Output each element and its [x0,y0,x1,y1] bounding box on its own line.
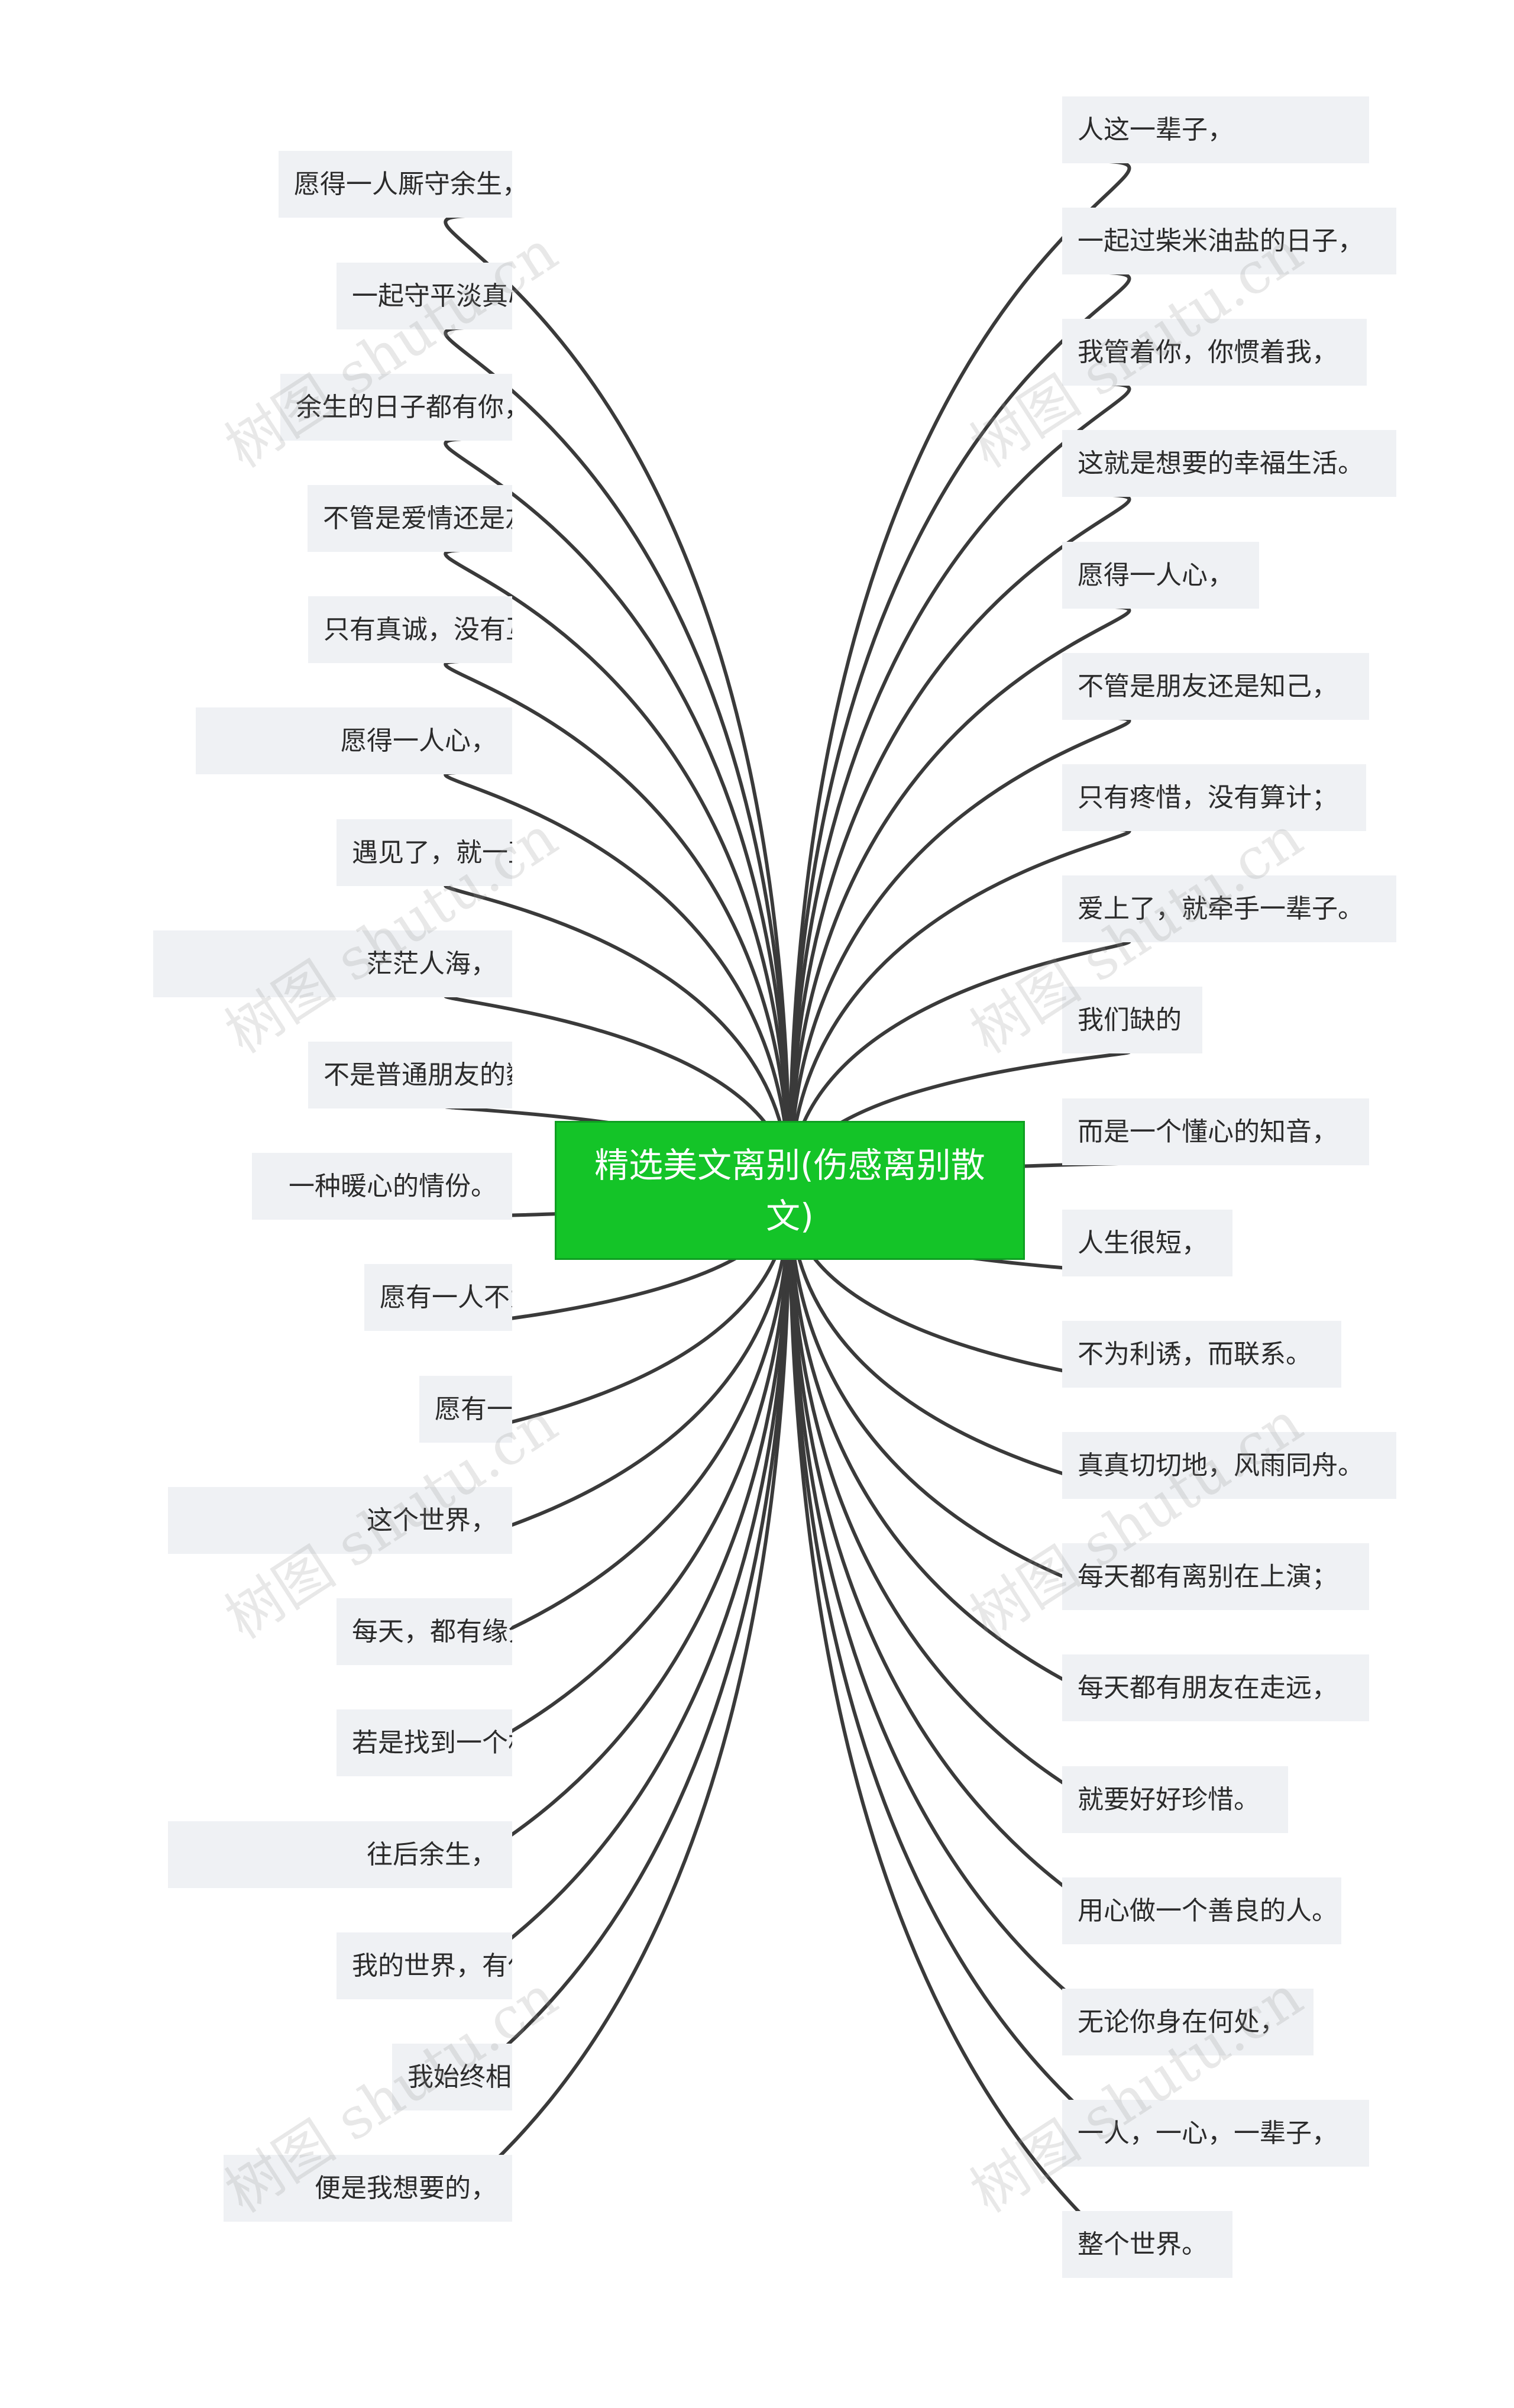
right-topic-5[interactable]: 愿得一人心， [1062,542,1259,609]
right-topic-3[interactable]: 我管着你，你惯着我， [1062,319,1367,386]
central-topic-label: 精选美文离别(伤感离别散文) [594,1145,985,1236]
right-connector-2 [788,270,1131,1191]
left-connector-1 [444,214,791,1191]
left-topic-3[interactable]: 余生的日子都有你， [280,374,512,441]
left-topic-8[interactable]: 茫茫人海， [153,930,512,997]
left-topic-17[interactable]: 我的世界，有你就很好， [337,1932,512,1999]
left-topic-18[interactable]: 我始终相信你，始终守候你， [392,2044,512,2110]
left-topic-1[interactable]: 愿得一人厮守余生， [279,151,512,218]
right-topic-20[interactable]: 整个世界。 [1062,2211,1232,2278]
right-topic-17[interactable]: 用心做一个善良的人。 [1062,1877,1341,1944]
right-topic-1[interactable]: 人这一辈子， [1062,96,1369,163]
right-topic-10[interactable]: 而是一个懂心的知音， [1062,1098,1369,1165]
right-topic-4[interactable]: 这就是想要的幸福生活。 [1062,430,1396,497]
left-connector-2 [444,325,791,1191]
right-topic-18[interactable]: 无论你身在何处， [1062,1989,1314,2055]
central-topic[interactable]: 精选美文离别(伤感离别散文) [555,1121,1025,1260]
right-topic-11[interactable]: 人生很短， [1062,1210,1232,1276]
right-topic-16[interactable]: 就要好好珍惜。 [1062,1766,1288,1833]
left-topic-19[interactable]: 便是我想要的， [224,2155,512,2222]
left-topic-6[interactable]: 愿得一人心， [196,707,512,774]
left-topic-5[interactable]: 只有真诚，没有互斗； [308,596,512,663]
right-connector-1 [788,159,1131,1191]
right-topic-8[interactable]: 爱上了，就牵手一辈子。 [1062,875,1396,942]
left-topic-7[interactable]: 遇见了，就一直到永远； [337,819,512,886]
right-topic-6[interactable]: 不管是朋友还是知己， [1062,653,1369,720]
left-topic-4[interactable]: 不管是爱情还是友情， [308,485,512,552]
right-topic-19[interactable]: 一人，一心，一辈子， [1062,2100,1369,2167]
left-connector-3 [444,437,791,1191]
left-topic-10[interactable]: 一种暖心的情份。 [252,1153,512,1220]
left-topic-2[interactable]: 一起守平淡真心的生活。 [337,263,512,329]
left-topic-15[interactable]: 若是找到一个相爱的人， [337,1709,512,1776]
right-topic-15[interactable]: 每天都有朋友在走远， [1062,1654,1369,1721]
right-topic-13[interactable]: 真真切切地，风雨同舟。 [1062,1432,1396,1499]
left-topic-14[interactable]: 每天，都有缘分在分散； [337,1598,512,1665]
right-topic-14[interactable]: 每天都有离别在上演； [1062,1543,1369,1610]
right-connector-3 [788,382,1131,1191]
right-topic-2[interactable]: 一起过柴米油盐的日子， [1062,208,1396,274]
right-topic-12[interactable]: 不为利诱，而联系。 [1062,1321,1341,1388]
right-topic-9[interactable]: 我们缺的 [1062,987,1202,1053]
left-topic-12[interactable]: 愿有一人简简单单地坦诚相处， [419,1376,512,1443]
right-connector-4 [788,493,1131,1191]
right-topic-7[interactable]: 只有疼惜，没有算计； [1062,764,1366,831]
left-topic-13[interactable]: 这个世界， [168,1487,512,1554]
left-topic-16[interactable]: 往后余生， [168,1821,512,1888]
left-topic-11[interactable]: 愿有一人不为钱财而靠近， [364,1264,512,1331]
left-topic-9[interactable]: 不是普通朋友的数量， [308,1042,512,1108]
